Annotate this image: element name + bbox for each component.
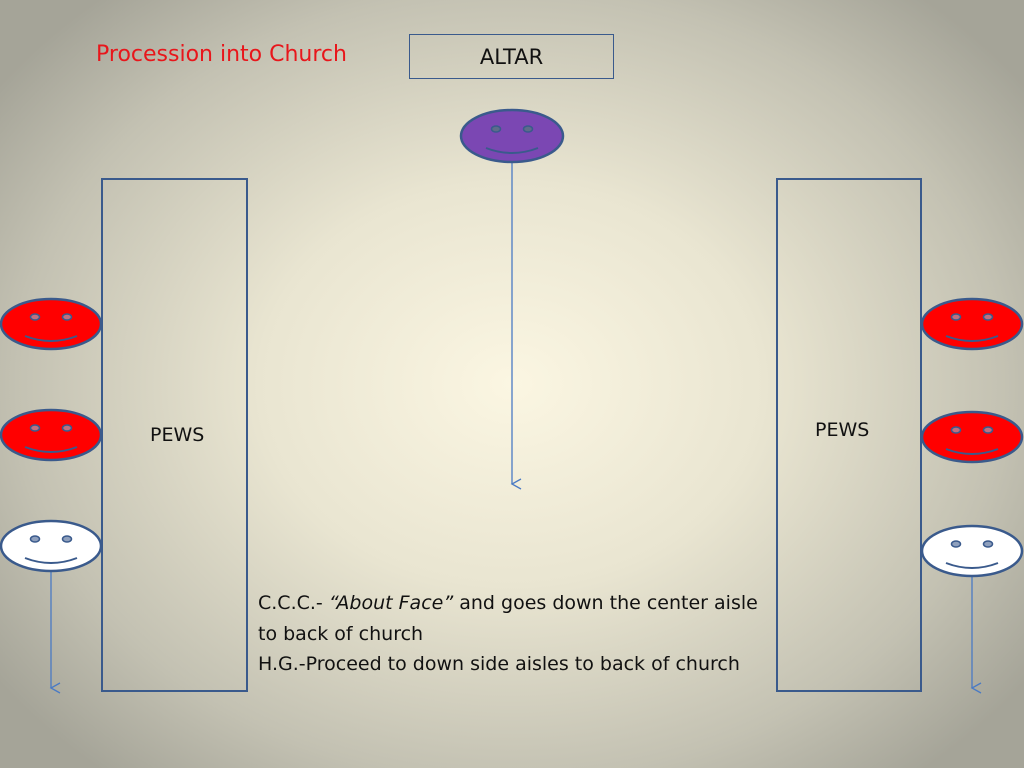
altar-label: ALTAR (479, 44, 544, 69)
description-line-1: C.C.C.- “About Face” and goes down the c… (258, 588, 758, 649)
red-face-icon (920, 410, 1024, 464)
red-face-icon (0, 297, 103, 351)
description-line-1-suffix: and goes down the center aisle to back o… (258, 592, 758, 645)
white-face-icon (920, 524, 1024, 578)
description-line-1-prefix: C.C.C.- (258, 592, 329, 614)
procession-description: C.C.C.- “About Face” and goes down the c… (258, 588, 758, 680)
description-line-2: H.G.-Proceed to down side aisles to back… (258, 653, 740, 675)
description-line-1-italic: “About Face” (328, 592, 454, 614)
purple-face-icon (459, 108, 565, 164)
altar-box: ALTAR (409, 34, 614, 79)
slide-title: Procession into Church (96, 42, 347, 67)
white-face-icon (0, 519, 103, 573)
pews-right-label: PEWS (815, 419, 870, 441)
red-face-icon (920, 297, 1024, 351)
red-face-icon (0, 408, 103, 462)
pews-left-label: PEWS (150, 424, 205, 446)
